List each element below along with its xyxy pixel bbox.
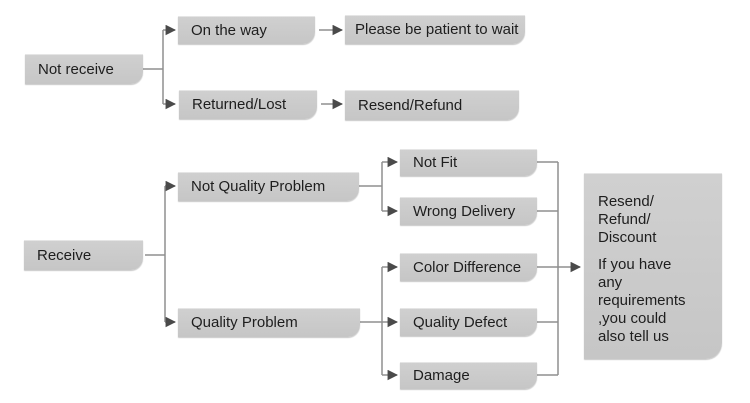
outcome-title-line: Refund/	[598, 211, 651, 228]
node-not-receive: Not receive	[25, 54, 143, 84]
node-resend-refund: Resend/Refund	[345, 90, 519, 120]
node-receive: Receive	[24, 240, 143, 270]
node-please-be-patient: Please be patient to wait	[345, 15, 525, 44]
outcome-note: If you have any requirements ,you could …	[598, 256, 686, 345]
node-not-quality-problem: Not Quality Problem	[178, 172, 359, 201]
node-wrong-delivery: Wrong Delivery	[400, 197, 537, 225]
node-quality-problem: Quality Problem	[178, 308, 360, 337]
outcome-title-line: Discount	[598, 229, 657, 246]
node-quality-defect: Quality Defect	[400, 308, 537, 336]
node-color-difference: Color Difference	[400, 253, 537, 281]
outcome-title-line: Resend/	[598, 193, 654, 210]
node-damage: Damage	[400, 362, 537, 389]
node-returned-lost: Returned/Lost	[179, 90, 317, 119]
node-outcome: Resend/ Refund/ Discount If you have any…	[584, 173, 722, 359]
node-on-the-way: On the way	[178, 16, 315, 44]
node-not-fit: Not Fit	[400, 149, 537, 176]
